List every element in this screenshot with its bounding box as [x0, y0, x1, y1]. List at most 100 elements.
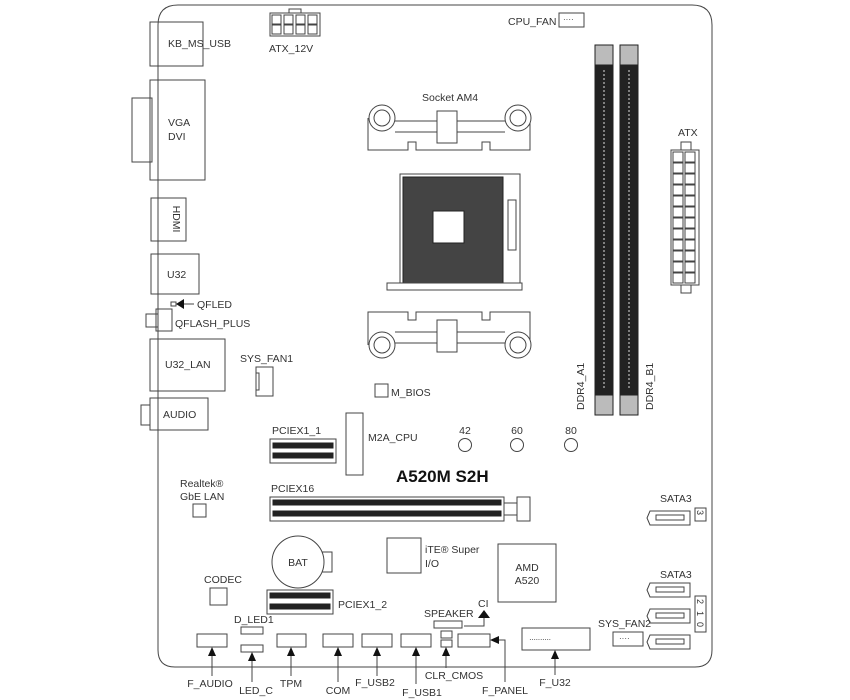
pin [684, 162, 696, 174]
pin [295, 14, 306, 25]
pin [672, 173, 684, 185]
tpm-label: TPM [280, 678, 302, 690]
atx-label: ATX [678, 127, 698, 139]
battery: BAT [271, 535, 333, 589]
gbe-lan-label: GbE LAN [180, 491, 224, 503]
standoff-80 [564, 438, 578, 452]
socket-label: Socket AM4 [422, 92, 478, 104]
pciex16-slot: PCIEX16 [269, 483, 531, 522]
cpu-socket-am4: Socket AM4 [367, 92, 532, 359]
f-usb2-label: F_USB2 [355, 677, 395, 689]
pciex1-2-label: PCIEX1_2 [338, 599, 387, 611]
u32-port: U32 [150, 253, 200, 295]
dimm-slot-a1: DDR4_A1 [575, 44, 614, 416]
tpm-header: TPM [276, 633, 307, 690]
u32-lan-port: U32_LAN [149, 338, 226, 392]
pin [684, 184, 696, 196]
pin [684, 250, 696, 262]
pciex1-2-slot: PCIEX1_2 [266, 589, 387, 615]
dimm-a1-label: DDR4_A1 [575, 363, 587, 410]
sata-port-2-label: 2 [695, 599, 705, 604]
d-led1-header: D_LED1 [234, 614, 274, 635]
pin [684, 228, 696, 240]
pin [307, 24, 318, 35]
standoff-42-label: 42 [459, 425, 471, 437]
realtek-lan-chip: Realtek® GbE LAN [180, 478, 224, 518]
qflash-plus-button[interactable]: QFLASH_PLUS [145, 308, 250, 332]
d-led1-label: D_LED1 [234, 614, 274, 626]
pin [672, 184, 684, 196]
m-bios-chip: M_BIOS [374, 383, 431, 399]
pin [672, 195, 684, 207]
f-panel-header: F_PANEL [457, 633, 528, 697]
atx-12v-label: ATX_12V [269, 43, 313, 55]
u32-label: U32 [167, 269, 186, 281]
ite-label: iTE® Super [425, 544, 480, 556]
com-label: COM [326, 685, 351, 697]
f-usb1-header: F_USB1 [400, 633, 442, 699]
pin [283, 24, 294, 35]
pciex16-label: PCIEX16 [271, 483, 314, 495]
m2a-cpu-label: M2A_CPU [368, 432, 418, 444]
com-header: COM [322, 633, 354, 697]
clr-cmos-jumper[interactable]: CLR_CMOS [425, 630, 483, 682]
pin [672, 250, 684, 262]
sata-port-0-label: 0 [695, 622, 705, 627]
f-audio-header: F_AUDIO [187, 633, 233, 690]
realtek-label: Realtek® [180, 478, 224, 490]
ci-header: CI [464, 598, 490, 627]
pin [672, 239, 684, 251]
standoff-60-label: 60 [511, 425, 523, 437]
sata3-bottom-label: SATA3 [660, 569, 692, 581]
f-usb1-label: F_USB1 [402, 687, 442, 699]
a520-label: A520 [515, 575, 540, 587]
pin [283, 14, 294, 25]
super-io-label: I/O [425, 558, 439, 570]
pin [672, 162, 684, 174]
cpu-fan-label: CPU_FAN [508, 16, 556, 28]
led-c-label: LED_C [239, 685, 273, 697]
battery-label: BAT [288, 557, 308, 569]
pin [672, 206, 684, 218]
standoff-42 [458, 438, 472, 452]
pin [672, 217, 684, 229]
pciex1-1-label: PCIEX1_1 [272, 425, 321, 437]
f-panel-label: F_PANEL [482, 685, 528, 697]
board-outline [157, 4, 713, 668]
pin [307, 14, 318, 25]
sata-port-3-label: 3 [695, 510, 705, 515]
speaker-label: SPEAKER [424, 608, 474, 620]
audio-label: AUDIO [163, 409, 196, 421]
standoff-60 [510, 438, 524, 452]
sata3-port-3: SATA3 3 [646, 493, 707, 526]
kb-ms-usb-label: KB_MS_USB [168, 38, 231, 50]
pin [684, 261, 696, 273]
pin [684, 173, 696, 185]
sys-fan1-header: SYS_FAN1 [240, 353, 293, 397]
audio-port: AUDIO [140, 397, 209, 431]
codec-chip: CODEC [204, 574, 242, 606]
cpu-fan-header: CPU_FAN ···· [508, 12, 585, 28]
sata-port-1-label: 1 [695, 611, 705, 616]
board-model-title: A520M S2H [396, 467, 489, 486]
qfled: QFLED [170, 299, 232, 311]
qfled-label: QFLED [197, 299, 232, 311]
m2-standoffs: 42 60 80 [458, 425, 578, 452]
hdmi-label: HDMI [170, 206, 182, 233]
atx-12v-connector: ATX_12V [269, 8, 321, 55]
f-u32-header: ·········· F_U32 [521, 627, 591, 689]
sata3-top-label: SATA3 [660, 493, 692, 505]
svg-text:··········: ·········· [529, 635, 551, 644]
pin [672, 228, 684, 240]
svg-text:····: ···· [563, 15, 574, 24]
standoff-80-label: 80 [565, 425, 577, 437]
kb-ms-usb-port: KB_MS_USB [149, 21, 231, 67]
ci-label: CI [478, 598, 489, 610]
hdmi-port: HDMI [150, 197, 187, 242]
sata3-ports-0-2: SATA3 0 1 2 [646, 569, 707, 650]
m2a-cpu-slot: M2A_CPU [345, 412, 418, 476]
pin [271, 24, 282, 35]
pciex1-1-slot: PCIEX1_1 [269, 425, 337, 464]
m-bios-label: M_BIOS [391, 387, 431, 399]
pin [684, 239, 696, 251]
